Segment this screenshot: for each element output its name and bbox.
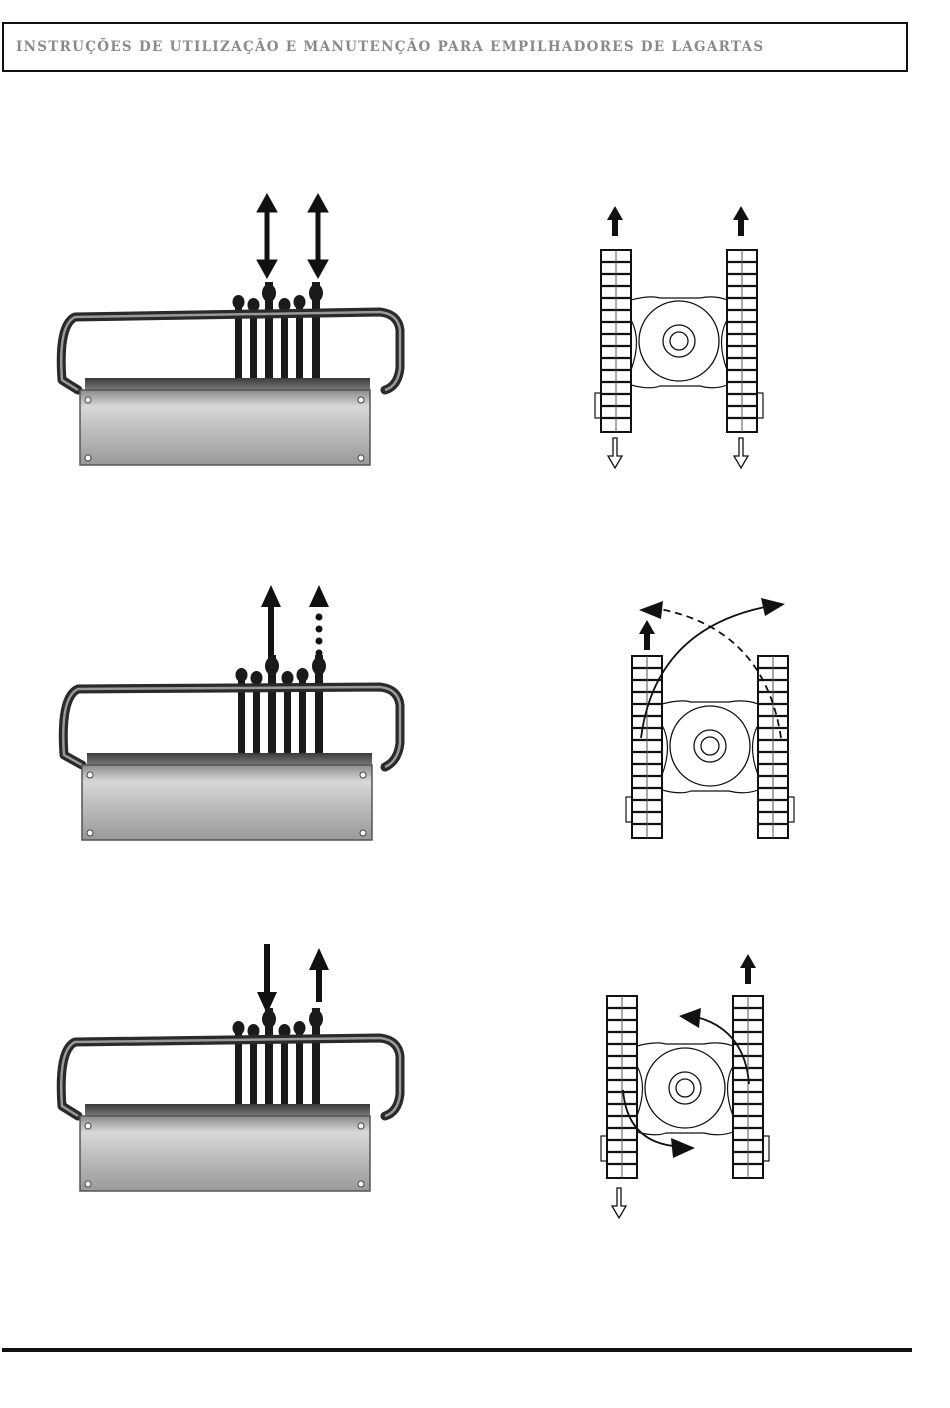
up-arrow-icon <box>261 585 281 655</box>
front-panel <box>82 753 372 840</box>
page-header: INSTRUÇÕES DE UTILIZAÇÃO E MANUTENÇÃO PA… <box>2 22 908 72</box>
reverse-arrow-icon <box>612 1188 626 1218</box>
track-diagram-forward-reverse <box>590 200 770 475</box>
track-diagram-pivot-turn <box>615 590 805 845</box>
track-diagram-spin-turn <box>595 950 775 1220</box>
forward-arrow-icon <box>607 206 749 236</box>
control-levers <box>233 282 324 382</box>
front-panel <box>80 1104 370 1191</box>
forward-arrow-icon <box>740 954 756 984</box>
control-panel-pivot-turn <box>50 575 410 850</box>
footer-rule <box>2 1348 912 1352</box>
up-arrow-icon <box>309 948 329 1002</box>
track-body <box>595 250 763 432</box>
control-panel-spin-turn <box>50 940 410 1200</box>
control-levers <box>233 1008 324 1108</box>
track-body <box>626 656 794 838</box>
reverse-arrow-icon <box>608 438 748 468</box>
double-arrow-icon <box>257 194 328 278</box>
down-arrow-icon <box>257 944 277 1014</box>
front-panel <box>80 378 370 465</box>
dotted-up-arrow-icon <box>309 585 329 657</box>
control-panel-forward-reverse <box>50 190 410 475</box>
forward-arrow-icon <box>639 620 655 650</box>
header-title: INSTRUÇÕES DE UTILIZAÇÃO E MANUTENÇÃO PA… <box>16 39 764 55</box>
control-levers <box>236 655 327 755</box>
